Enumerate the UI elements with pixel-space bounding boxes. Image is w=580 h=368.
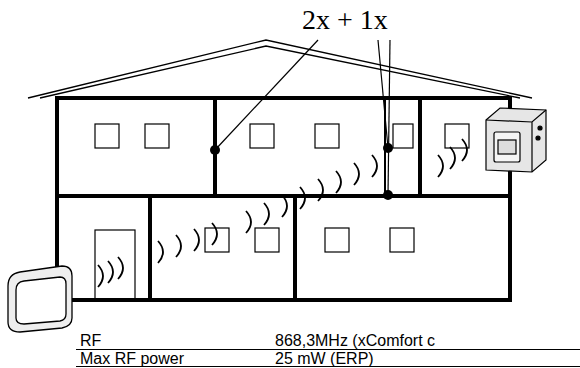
table-cell: RF <box>80 332 101 349</box>
table-rules <box>76 350 580 367</box>
table-cell: 25 mW (ERP) <box>275 350 374 367</box>
radio-waves <box>98 139 467 287</box>
wave-arc <box>264 203 269 225</box>
table-cell: 868,3MHz (xComfort c <box>275 332 435 349</box>
wave-arc <box>98 265 103 287</box>
actuator <box>486 108 546 172</box>
wave-arc <box>158 241 163 263</box>
wave-arc <box>108 261 113 283</box>
quantity-callout: 2x + 1x <box>302 4 388 36</box>
wall-switch <box>8 266 72 332</box>
wave-arc <box>450 147 455 169</box>
wave-arc <box>438 155 443 177</box>
windows <box>95 124 469 252</box>
wave-arc <box>118 257 123 279</box>
leader-lines <box>215 40 390 195</box>
wave-arc <box>212 223 217 245</box>
wave-arc <box>194 229 199 251</box>
roof <box>28 40 532 98</box>
walls <box>57 98 510 300</box>
wave-arc <box>318 179 323 201</box>
wave-arc <box>462 139 467 161</box>
wave-arc <box>176 235 181 257</box>
device-dots <box>210 143 393 200</box>
wave-arc <box>372 155 377 177</box>
wave-arc <box>336 171 341 193</box>
wave-arc <box>282 195 287 217</box>
wave-arc <box>246 211 251 233</box>
wave-arc <box>354 163 359 185</box>
table-cell: Max RF power <box>80 350 184 367</box>
wave-arc <box>300 187 305 209</box>
door <box>95 230 135 300</box>
